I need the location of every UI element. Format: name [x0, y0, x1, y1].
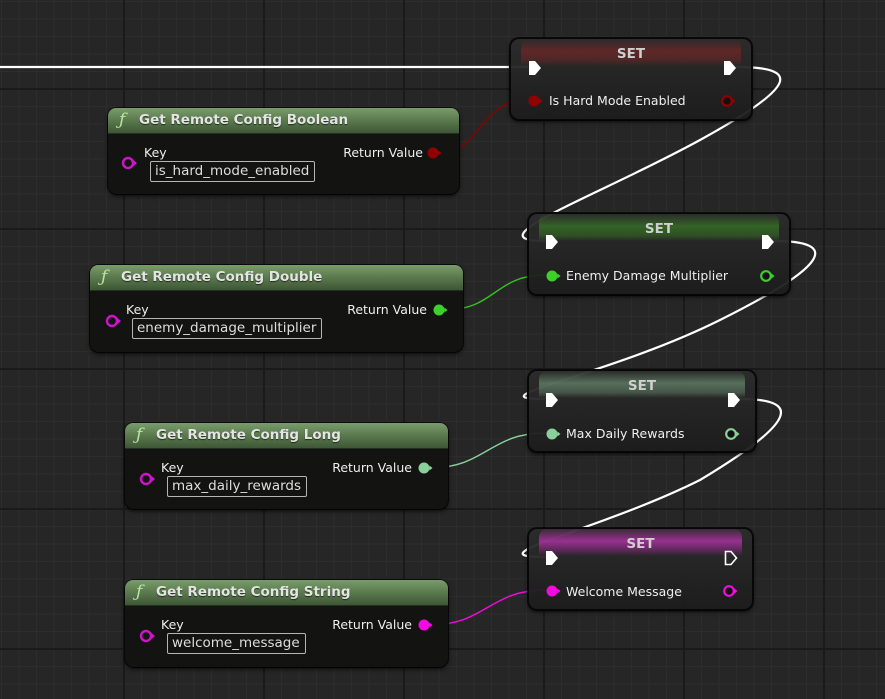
- value-output-pin-icon[interactable]: [724, 427, 742, 441]
- key-label: Key: [144, 145, 167, 160]
- get-remote-config-double-node[interactable]: ƒ Get Remote Config Double Key enemy_dam…: [90, 265, 463, 352]
- exec-input-pin-icon[interactable]: [528, 60, 542, 76]
- get-remote-config-string-node[interactable]: ƒ Get Remote Config String Key welcome_m…: [125, 580, 448, 667]
- key-input[interactable]: enemy_damage_multiplier: [132, 318, 323, 339]
- function-icon: ƒ: [101, 267, 108, 287]
- set-max-daily-rewards-node[interactable]: SET Max Daily Rewards: [528, 370, 756, 452]
- node-title: Get Remote Config Long: [156, 427, 341, 443]
- key-input[interactable]: welcome_message: [167, 633, 306, 654]
- value-output-pin-icon[interactable]: [759, 269, 777, 283]
- return-value-label: Return Value: [332, 460, 412, 475]
- node-title: SET: [616, 46, 646, 62]
- node-header[interactable]: [539, 214, 779, 241]
- exec-input-pin-icon[interactable]: [545, 392, 559, 408]
- key-input-pin-icon[interactable]: [139, 472, 157, 486]
- value-output-pin-icon[interactable]: [722, 584, 740, 598]
- function-icon: ƒ: [119, 110, 126, 130]
- key-input-pin-icon[interactable]: [121, 156, 139, 170]
- key-label: Key: [161, 460, 184, 475]
- function-icon: ƒ: [136, 425, 143, 445]
- node-header[interactable]: [521, 39, 741, 66]
- value-input-pin-icon[interactable]: [545, 584, 563, 598]
- value-output-pin-icon[interactable]: [720, 94, 738, 108]
- return-value-pin-icon[interactable]: [417, 461, 435, 475]
- get-remote-config-long-node[interactable]: ƒ Get Remote Config Long Key max_daily_r…: [125, 423, 448, 509]
- variable-name-label: Welcome Message: [566, 584, 682, 599]
- exec-input-pin-icon[interactable]: [545, 234, 559, 250]
- node-title: SET: [626, 536, 655, 552]
- node-header[interactable]: [90, 265, 463, 291]
- value-input-pin-icon[interactable]: [545, 427, 563, 441]
- variable-name-label: Enemy Damage Multiplier: [566, 268, 729, 283]
- variable-name-label: Max Daily Rewards: [566, 426, 685, 441]
- return-value-pin-icon[interactable]: [426, 146, 444, 160]
- key-label: Key: [126, 302, 149, 317]
- set-enemy-damage-multiplier-node[interactable]: SET Enemy Damage Multiplier: [528, 213, 790, 295]
- exec-output-pin-icon[interactable]: [761, 234, 775, 250]
- node-header[interactable]: [125, 423, 448, 449]
- node-title: Get Remote Config String: [156, 584, 351, 600]
- return-value-pin-icon[interactable]: [432, 303, 450, 317]
- return-value-pin-icon[interactable]: [417, 618, 435, 632]
- exec-output-pin-icon[interactable]: [724, 550, 738, 566]
- variable-name-label: Is Hard Mode Enabled: [549, 93, 686, 108]
- node-title: Get Remote Config Boolean: [139, 112, 349, 128]
- return-value-label: Return Value: [347, 302, 427, 317]
- key-input-pin-icon[interactable]: [139, 629, 157, 643]
- get-remote-config-boolean-node[interactable]: ƒ Get Remote Config Boolean Key is_hard_…: [108, 108, 459, 194]
- node-header[interactable]: [539, 371, 745, 398]
- key-input-pin-icon[interactable]: [105, 314, 123, 328]
- node-header[interactable]: [108, 108, 459, 134]
- function-icon: ƒ: [136, 582, 143, 602]
- node-title: SET: [644, 221, 674, 237]
- exec-output-pin-icon[interactable]: [727, 392, 741, 408]
- value-input-pin-icon[interactable]: [527, 94, 545, 108]
- key-label: Key: [161, 617, 184, 632]
- return-value-label: Return Value: [332, 617, 412, 632]
- node-header[interactable]: [125, 580, 448, 606]
- exec-input-pin-icon[interactable]: [545, 550, 559, 566]
- set-welcome-message-node[interactable]: SET Welcome Message: [528, 528, 753, 610]
- return-value-label: Return Value: [343, 145, 423, 160]
- exec-output-pin-icon[interactable]: [723, 60, 737, 76]
- value-input-pin-icon[interactable]: [545, 269, 563, 283]
- node-header[interactable]: [539, 529, 742, 556]
- set-is-hard-mode-enabled-node[interactable]: SET Is Hard Mode Enabled: [510, 38, 752, 120]
- key-input[interactable]: max_daily_rewards: [167, 476, 308, 497]
- key-input[interactable]: is_hard_mode_enabled: [150, 161, 316, 182]
- node-title: SET: [627, 378, 657, 394]
- node-title: Get Remote Config Double: [121, 269, 323, 285]
